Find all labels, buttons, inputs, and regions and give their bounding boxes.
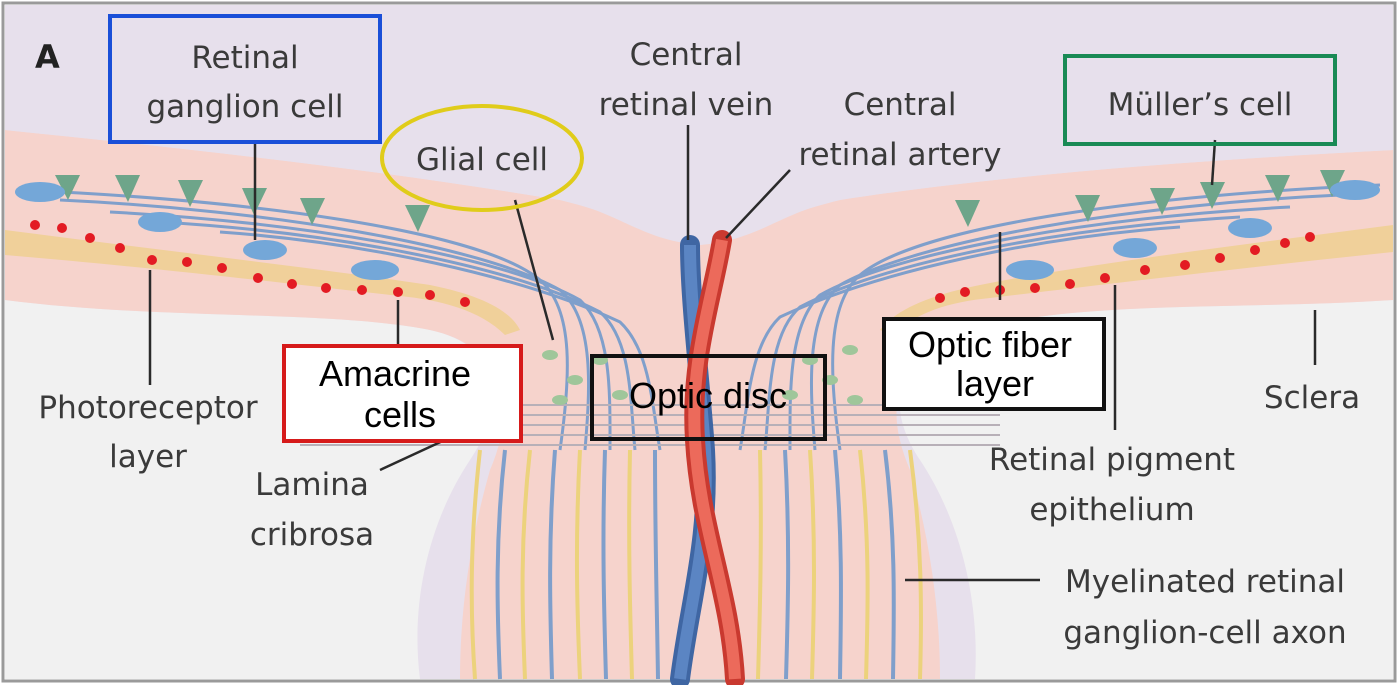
central-retinal-artery-label-2: retinal artery (798, 137, 1001, 173)
myelinated-axon-label-1: Myelinated retinal (1065, 564, 1345, 600)
myelinated-axon-label-2: ganglion-cell axon (1063, 615, 1346, 651)
retinal-pigment-epithelium-label-2: epithelium (1029, 492, 1194, 528)
central-retinal-vein-label-2: retinal vein (599, 87, 774, 123)
optic-disc-label: Optic disc (629, 375, 787, 416)
muller-cell-label: Müller’s cell (1108, 87, 1293, 123)
amacrine-cells-box (282, 344, 523, 443)
glial-cell-ellipse (380, 104, 584, 212)
myelinated-axons (469, 449, 923, 680)
photoreceptor-layer-label-1: Photoreceptor (38, 390, 257, 426)
retinal-pigment-epithelium-label-1: Retinal pigment (989, 442, 1235, 478)
optic-disc-box (590, 354, 827, 441)
glial-cell-label: Glial cell (416, 142, 548, 178)
panel-letter: A (35, 38, 60, 76)
central-retinal-artery-label-1: Central (844, 87, 957, 123)
central-retinal-vein-label-1: Central (630, 37, 743, 73)
retinal-ganglion-cell-box (108, 14, 382, 144)
amacrine-cells-label-1: Amacrine (319, 353, 471, 394)
optic-fiber-layer-box (882, 317, 1106, 411)
sclera-label: Sclera (1264, 380, 1360, 416)
optic-fiber-layer-label-2: layer (956, 363, 1034, 404)
vitreous-cup (5, 5, 1393, 245)
lamina-cribrosa-label-2: cribrosa (250, 517, 374, 553)
photoreceptor-layer-label-2: layer (109, 439, 187, 475)
retinal-ganglion-cell-label-2: ganglion cell (146, 89, 343, 125)
retinal-ganglion-cell-label-1: Retinal (191, 40, 298, 76)
leader-lines (148, 125, 1317, 582)
amacrine-cells-label-2: cells (364, 394, 436, 435)
lamina-cribrosa-label-1: Lamina (255, 467, 369, 503)
pigment-band-left (5, 230, 520, 335)
ganglion-cells (55, 170, 1345, 232)
optic-fiber-layer-label-1: Optic fiber (908, 324, 1072, 365)
pigment-band-right (880, 225, 1393, 335)
amacrine-dots (30, 220, 1315, 307)
muller-nuclei (15, 180, 1380, 280)
muller-cell-box (1063, 54, 1337, 146)
